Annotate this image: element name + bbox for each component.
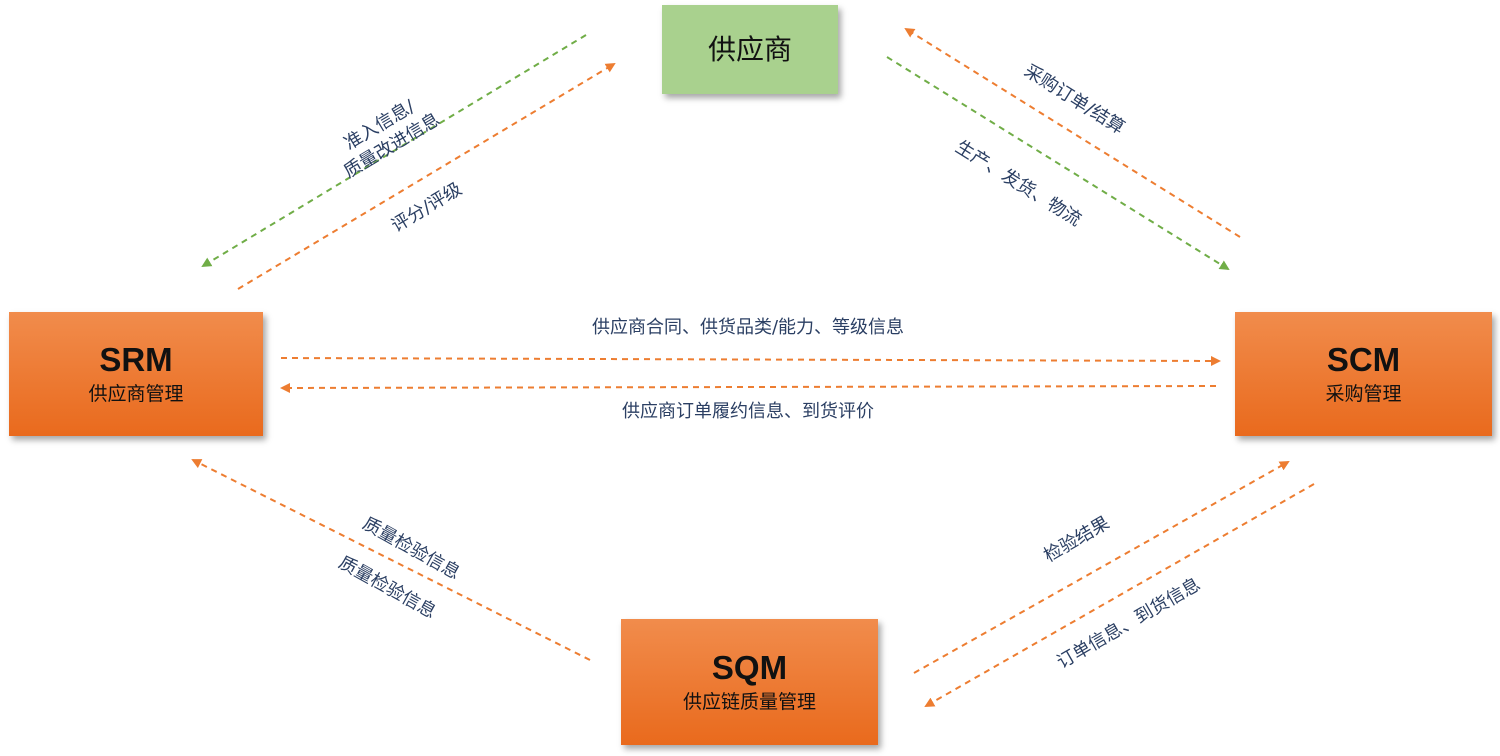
scm-subtitle: 采购管理 xyxy=(1325,383,1402,405)
edge-srm-to-supplier xyxy=(237,62,616,290)
scm-title: SCM xyxy=(1326,341,1401,378)
edge-sqm-to-scm xyxy=(913,461,1290,674)
srm-subtitle: 供应商管理 xyxy=(88,383,184,405)
edge-supplier-to-scm xyxy=(886,56,1230,271)
edge-srm-to-scm xyxy=(280,355,1221,366)
edge-scm-to-srm xyxy=(280,382,1217,393)
supplier-title: 供应商 xyxy=(707,32,792,66)
label-scm-to-srm: 供应商订单履约信息、到货评价 xyxy=(622,401,874,422)
edge-scm-to-sqm xyxy=(924,483,1315,707)
sqm-title: SQM xyxy=(711,649,788,686)
scm-node: SCM 采购管理 xyxy=(1235,312,1492,436)
sqm-node: SQM 供应链质量管理 xyxy=(621,619,878,745)
supplier-node: 供应商 xyxy=(662,5,838,94)
edge-supplier-to-srm xyxy=(201,34,587,268)
srm-title: SRM xyxy=(99,341,173,378)
label-srm-to-scm: 供应商合同、供货品类/能力、等级信息 xyxy=(591,317,905,338)
sqm-subtitle: 供应链质量管理 xyxy=(682,691,816,713)
srm-node: SRM 供应商管理 xyxy=(9,312,263,436)
edge-sqm-to-srm xyxy=(191,459,591,661)
